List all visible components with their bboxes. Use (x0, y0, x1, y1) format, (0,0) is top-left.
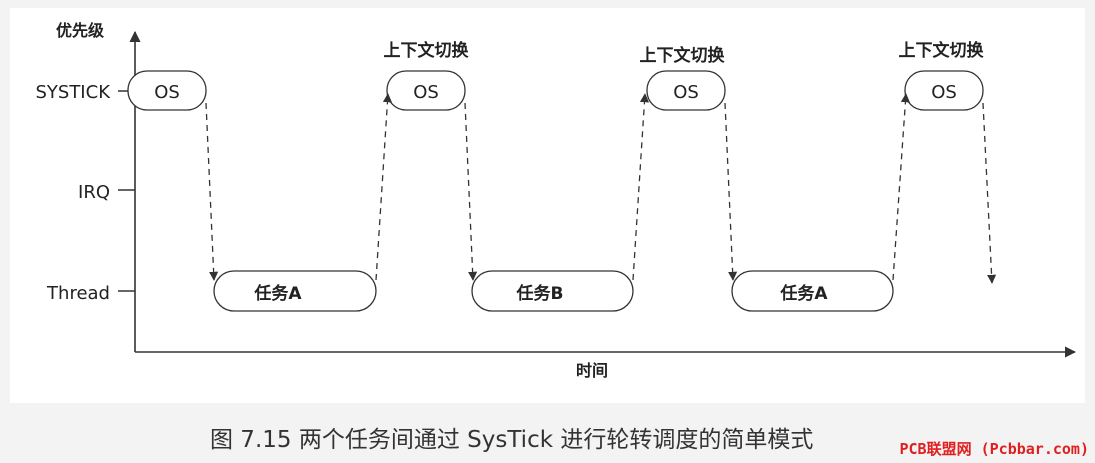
task-block (471, 270, 634, 312)
y-axis-title: 优先级 (56, 21, 105, 40)
task-block-label: 任务B (516, 283, 564, 304)
transition-arrow-down (982, 102, 997, 284)
transition-arrow-down (464, 102, 478, 281)
level-label-thread: Thread (46, 283, 110, 304)
transition-arrow-up (375, 93, 393, 281)
os-block (646, 70, 726, 111)
transition-arrow-down (205, 102, 219, 281)
os-block-label: OS (673, 82, 699, 103)
transition-arrow-down (724, 102, 738, 281)
transition-arrow-up (892, 93, 910, 281)
transition-arrow-up (632, 93, 650, 281)
level-label-systick: SYSTICK (35, 82, 111, 103)
os-block (127, 70, 207, 111)
x-axis-title: 时间 (576, 361, 608, 380)
level-label-irq: IRQ (78, 182, 110, 203)
os-block (904, 70, 984, 111)
os-block (386, 70, 466, 111)
context-switch-label: 上下文切换 (899, 40, 985, 61)
watermark: PCB联盟网 (Pcbbar.com) (899, 440, 1090, 458)
context-switch-label: 上下文切换 (384, 40, 470, 61)
task-block (213, 270, 377, 312)
os-block-label: OS (154, 82, 180, 103)
task-block-label: 任务A (779, 283, 828, 304)
figure-caption: 图 7.15 两个任务间通过 SysTick 进行轮转调度的简单模式 (210, 427, 814, 453)
os-block-label: OS (931, 82, 957, 103)
task-block (731, 270, 894, 312)
os-block-label: OS (413, 82, 439, 103)
task-block-label: 任务A (253, 283, 302, 304)
context-switch-label: 上下文切换 (640, 45, 726, 66)
